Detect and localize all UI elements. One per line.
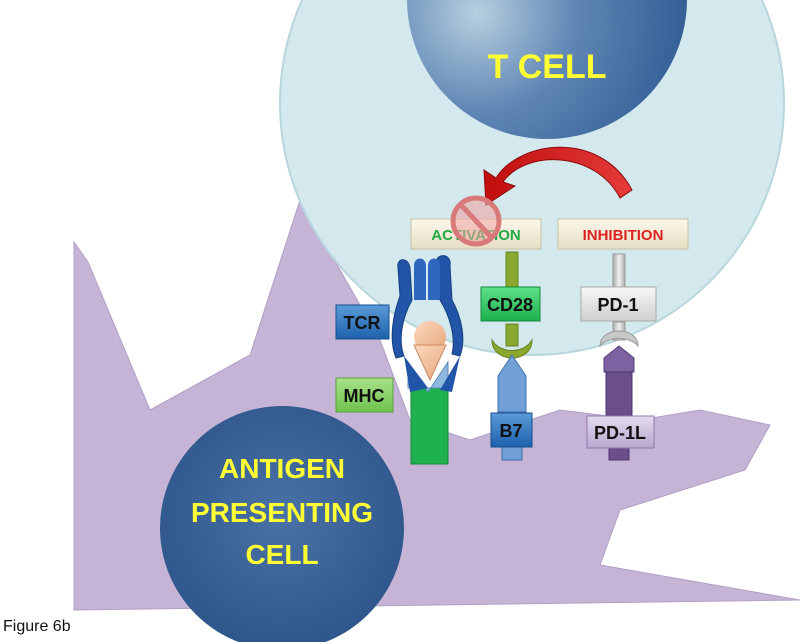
apc-label-line-3: CELL [245,539,318,570]
tcr-box [335,304,390,340]
t-cell-nucleus [407,0,687,139]
apc-label-line-2: PRESENTING [191,497,373,528]
antigen-peptide [413,321,447,382]
tcr-receptor [391,255,464,392]
figure-caption: Figure 6b [3,618,71,635]
cd28-box [480,286,541,322]
mhc-label: MHC [344,386,385,406]
b7-ligand [497,354,527,461]
b7-box [490,412,533,448]
inhibition-box [557,218,689,250]
mhc-box [335,377,394,413]
pd1l-label: PD-1L [594,423,646,443]
pd1-box [580,286,657,322]
pd1l-ligand [603,345,635,461]
t-cell-label: T CELL [488,48,607,86]
prohibition-icon [450,195,502,247]
pd1-label: PD-1 [597,295,638,315]
b7-label: B7 [499,421,522,441]
cd28-label: CD28 [487,295,533,315]
tcr-label: TCR [344,313,381,333]
pd1l-box [586,415,655,449]
inhibition-label: INHIBITION [583,227,664,244]
apc-label-line-1: ANTIGEN [219,453,345,484]
apc-nucleus [160,406,404,642]
